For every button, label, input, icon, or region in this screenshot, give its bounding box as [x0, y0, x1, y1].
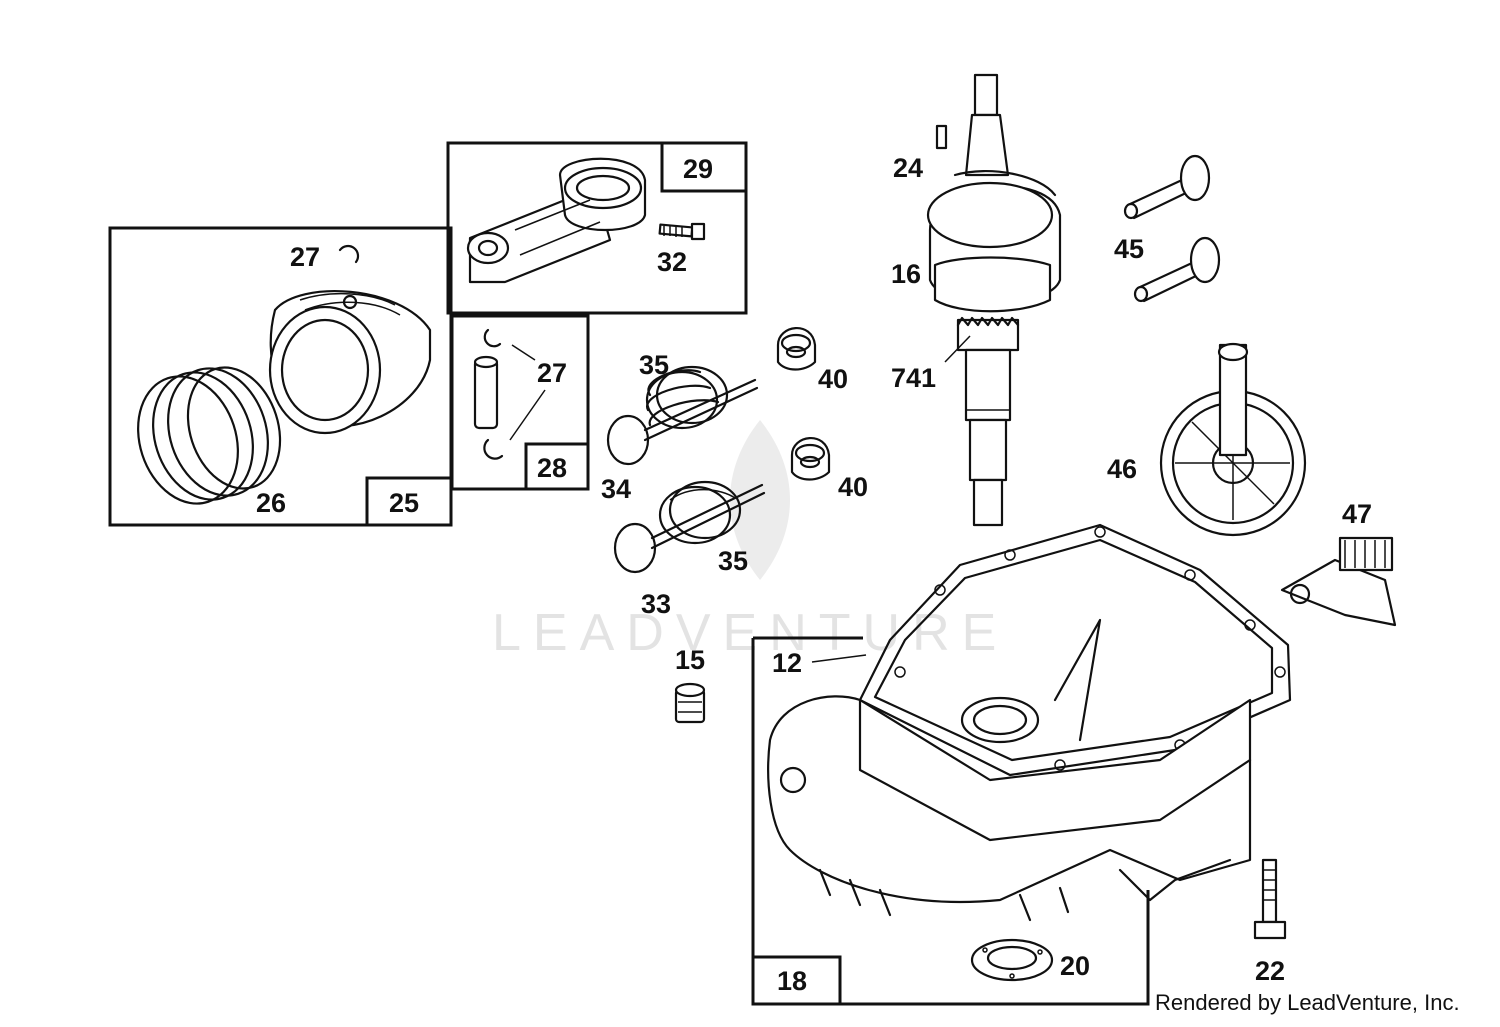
- part-16-crankshaft[interactable]: [926, 73, 1062, 527]
- group-18-crankcase[interactable]: 18: [751, 618, 1252, 1006]
- part-27-circlip[interactable]: [338, 244, 360, 264]
- part-piston[interactable]: [268, 290, 432, 435]
- credit-text: Rendered by LeadVenture, Inc.: [1155, 990, 1460, 1015]
- label-47: 47: [1342, 499, 1372, 529]
- label-22: 22: [1255, 956, 1285, 986]
- label-40-bottom: 40: [838, 472, 868, 502]
- part-34-intake-valve[interactable]: [606, 365, 759, 466]
- label-45: 45: [1114, 234, 1144, 264]
- label-27-top: 27: [290, 242, 320, 272]
- label-46: 46: [1107, 454, 1137, 484]
- group-28-number: 28: [537, 453, 567, 483]
- part-40-retainer-top[interactable]: [776, 327, 817, 371]
- label-20: 20: [1060, 951, 1090, 981]
- part-24-key[interactable]: [935, 124, 948, 150]
- label-32: 32: [657, 247, 687, 277]
- group-29-connecting-rod[interactable]: 29 32: [446, 141, 748, 315]
- part-15-plug[interactable]: [674, 682, 706, 724]
- group-25-piston[interactable]: 25 27 26: [108, 226, 453, 527]
- part-22-bolt[interactable]: [1253, 858, 1287, 940]
- part-20-oil-seal[interactable]: [970, 938, 1054, 982]
- label-33: 33: [641, 589, 671, 619]
- label-16: 16: [891, 259, 921, 289]
- group-29-number: 29: [683, 154, 713, 184]
- part-40-retainer-bottom[interactable]: [790, 437, 831, 481]
- group-25-number: 25: [389, 488, 419, 518]
- part-45-tappets[interactable]: [1123, 154, 1221, 303]
- group-28-wrist-pin[interactable]: 28 27: [450, 314, 590, 491]
- part-741-gear[interactable]: [956, 316, 1020, 327]
- label-35-bottom: 35: [718, 546, 748, 576]
- label-40-top: 40: [818, 364, 848, 394]
- part-33-exhaust-valve[interactable]: [613, 480, 766, 574]
- part-26-rings[interactable]: [122, 355, 295, 516]
- label-26: 26: [256, 488, 286, 518]
- label-741: 741: [891, 363, 936, 393]
- group-18-number: 18: [777, 966, 807, 996]
- label-12: 12: [772, 648, 802, 678]
- label-34: 34: [601, 474, 631, 504]
- part-47-governor[interactable]: [1280, 536, 1397, 627]
- label-35-top: 35: [639, 350, 669, 380]
- label-15: 15: [675, 645, 705, 675]
- label-24: 24: [893, 153, 923, 183]
- label-27-box28: 27: [537, 358, 567, 388]
- part-32-bolt[interactable]: [658, 222, 706, 241]
- part-46-camshaft[interactable]: [1159, 342, 1307, 537]
